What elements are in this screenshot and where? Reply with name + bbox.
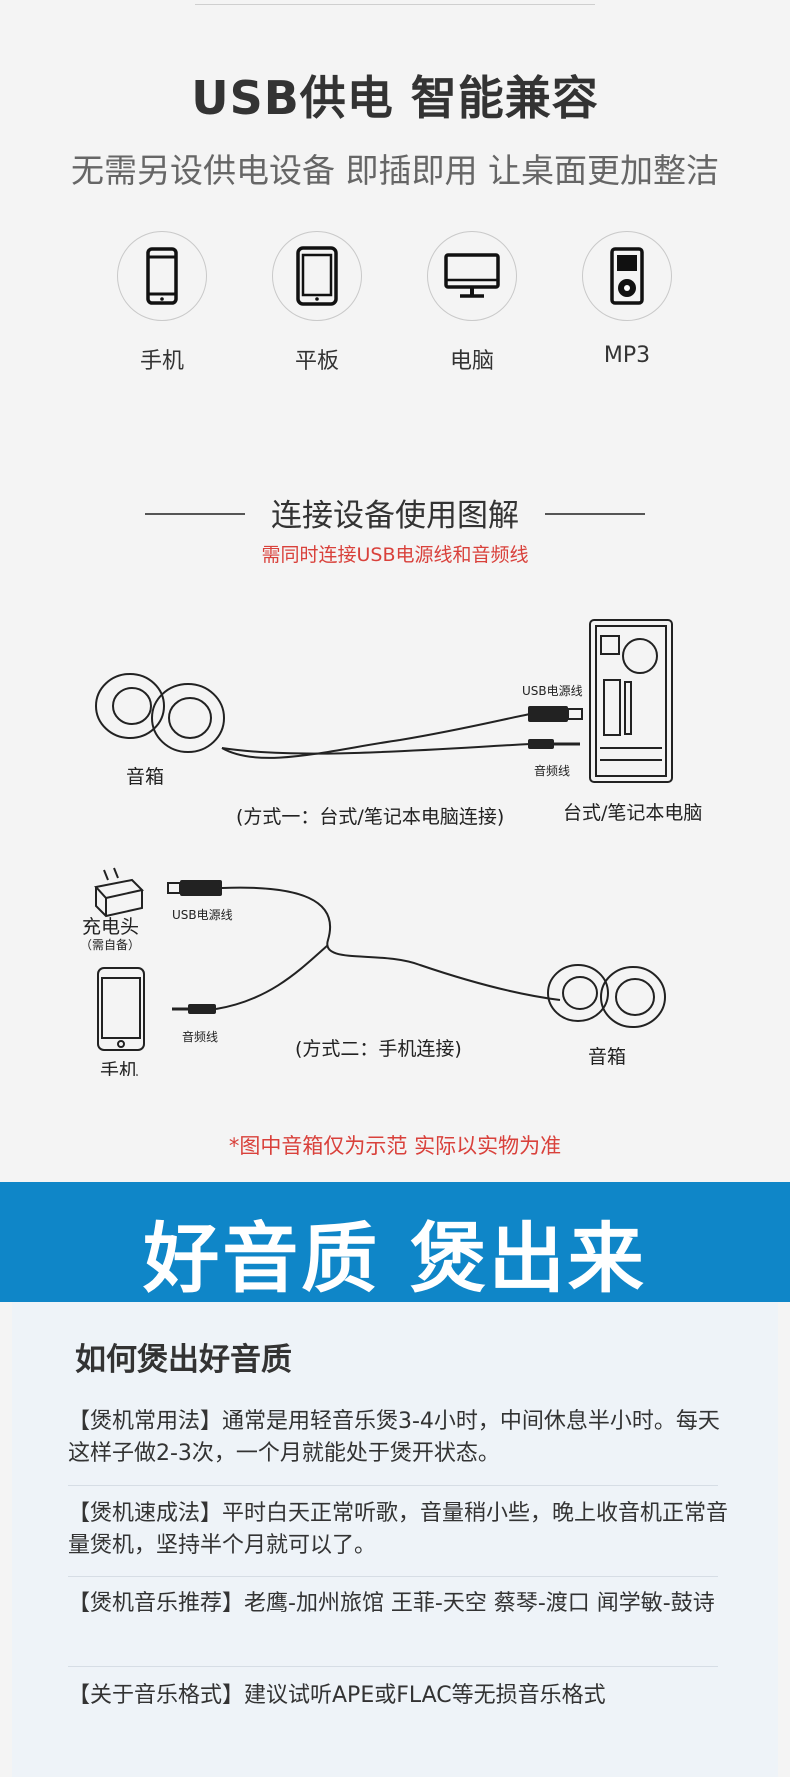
banner-text: 好音质 煲出来 xyxy=(143,1214,647,1303)
device-circle xyxy=(427,231,517,321)
usb-plug-icon-2 xyxy=(180,880,222,896)
speaker-label-2: 音箱 xyxy=(588,1046,627,1068)
device-circle xyxy=(117,231,207,321)
phone-label: 手机 xyxy=(100,1060,139,1076)
audio-cable xyxy=(221,743,531,755)
tip-divider xyxy=(68,1576,718,1577)
connection-diagram: 音箱 USB电源线 音频线 台式/笔记本电脑 (方式一：台式/笔记本电脑连接) … xyxy=(0,600,790,1080)
device-computer: 电脑 xyxy=(426,231,518,375)
phone-device-icon xyxy=(97,967,145,1051)
phone-icon xyxy=(146,247,178,305)
section-note: 需同时连接USB电源线和音频线 xyxy=(261,544,529,566)
device-tablet: 平板 xyxy=(271,231,363,375)
tips-title: 如何煲出好音质 xyxy=(75,1342,292,1378)
page-title: USB供电 智能兼容 xyxy=(191,71,599,125)
monitor-icon xyxy=(444,253,500,298)
device-label: 手机 xyxy=(139,349,184,374)
disclaimer: *图中音箱仅为示范 实际以实物为准 xyxy=(228,1134,562,1158)
method1-caption: (方式一：台式/笔记本电脑连接) xyxy=(236,806,505,828)
speaker-icon xyxy=(95,673,225,753)
usb-plug-icon xyxy=(528,706,568,722)
tips-card xyxy=(12,1302,778,1777)
title-rule-right xyxy=(545,513,645,515)
speaker-icon-2 xyxy=(547,964,666,1028)
charger-note: （需自备） xyxy=(80,938,141,952)
title-rule-left xyxy=(145,513,245,515)
audio-plug-icon-2 xyxy=(188,1004,216,1014)
device-label: MP3 xyxy=(603,343,651,368)
audio-cable-label-2: 音频线 xyxy=(182,1030,219,1044)
tip-divider xyxy=(68,1485,718,1486)
page-subtitle: 无需另设供电设备 即插即用 让桌面更加整洁 xyxy=(71,151,719,190)
device-mp3: MP3 xyxy=(581,231,673,368)
tablet-icon xyxy=(296,246,338,306)
usb-cable-label: USB电源线 xyxy=(522,684,583,698)
usb-cable-label-2: USB电源线 xyxy=(172,908,233,922)
diagram-drawing xyxy=(94,619,673,1051)
audio-cable-label: 音频线 xyxy=(534,764,571,778)
computer-tower-icon xyxy=(589,619,673,783)
device-label: 电脑 xyxy=(449,349,494,374)
computer-label: 台式/笔记本电脑 xyxy=(563,802,703,824)
audio-plug-icon xyxy=(528,739,554,749)
banner xyxy=(0,1182,790,1302)
section-title: 连接设备使用图解 xyxy=(271,498,519,534)
top-divider xyxy=(195,4,595,5)
tip-item: 【煲机速成法】平时白天正常听歌，音量稍小些，晚上收音机正常音量煲机，坚持半个月就… xyxy=(68,1501,729,1558)
charger-icon xyxy=(94,867,144,918)
method2-caption: (方式二：手机连接) xyxy=(295,1038,462,1060)
device-label: 平板 xyxy=(294,349,339,374)
audio-cable-2 xyxy=(215,944,329,1010)
usb-cable-2 xyxy=(221,886,561,1001)
tip-item: 【煲机音乐推荐】老鹰-加州旅馆 王菲-天空 蔡琴-渡口 闻学敏-鼓诗 xyxy=(68,1591,715,1616)
speaker-label: 音箱 xyxy=(126,766,165,788)
tip-item: 【煲机常用法】通常是用轻音乐煲3-4小时，中间休息半小时。每天这样子做2-3次，… xyxy=(68,1409,720,1466)
tip-item: 【关于音乐格式】建议试听APE或FLAC等无损音乐格式 xyxy=(68,1683,606,1708)
device-phone: 手机 xyxy=(116,231,208,375)
charger-label: 充电头 xyxy=(82,916,140,938)
tip-divider xyxy=(68,1666,718,1667)
device-circle xyxy=(582,231,672,321)
mp3-player-icon xyxy=(610,247,644,305)
usb-cable xyxy=(221,713,531,759)
device-circle xyxy=(272,231,362,321)
